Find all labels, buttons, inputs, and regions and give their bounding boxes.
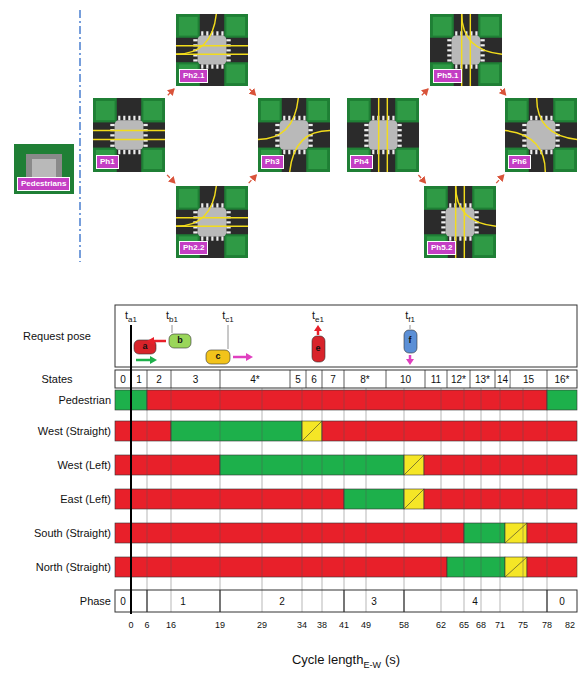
phase-tag: Ph3	[261, 155, 284, 169]
tick-label: 82	[564, 621, 576, 631]
tick-label: 75	[517, 621, 529, 631]
request-time-lines	[172, 325, 410, 349]
signal-bars	[115, 390, 577, 577]
phase-intersection: Ph4	[347, 98, 419, 172]
phase-number: 4	[471, 596, 479, 607]
time-zero-line	[130, 325, 132, 614]
phase-intersection: Pedestrians	[14, 144, 74, 194]
phase-tag: Ph6	[508, 155, 531, 169]
row-label: East (Left)	[60, 493, 111, 505]
axis-title-part: E-W	[363, 661, 381, 671]
time-label: tf1	[405, 309, 415, 325]
row-label: Request pose	[23, 330, 91, 342]
state-number: 13*	[474, 374, 491, 385]
state-number: 5	[294, 374, 302, 385]
phase-tag: Ph2.2	[179, 241, 208, 255]
tick-label: 6	[143, 621, 150, 631]
state-number: 14	[496, 374, 509, 385]
phase-number: 1	[179, 596, 187, 607]
state-number: 7	[329, 374, 337, 385]
vehicle-letter: e	[315, 344, 320, 354]
tick-label: 16	[165, 621, 177, 631]
phase-tag: Ph5.2	[427, 241, 456, 255]
phase-transition-arrow	[422, 89, 428, 95]
tick-label: 71	[494, 621, 506, 631]
request-box	[115, 305, 577, 367]
time-label: tb1	[166, 309, 178, 325]
time-label: tc1	[222, 309, 234, 325]
tick-label: 58	[398, 621, 410, 631]
phase-tag: Ph1	[96, 155, 119, 169]
phase-number: 0	[558, 596, 566, 607]
phase-tag: Ph5.1	[433, 69, 462, 83]
state-number: 0	[119, 374, 127, 385]
vehicle-letter: a	[142, 342, 147, 352]
grid-lines	[147, 388, 547, 612]
vehicle-letter: b	[177, 336, 183, 346]
row-label: West (Left)	[57, 459, 111, 471]
phase-tag: Ph4	[350, 155, 373, 169]
phase-transition-arrow	[496, 175, 504, 183]
phase-row	[115, 590, 577, 612]
tick-label: 68	[475, 621, 487, 631]
row-label: West (Straight)	[38, 425, 111, 437]
row-label: Phase	[80, 595, 111, 607]
tick-label: 29	[256, 621, 268, 631]
phase-intersection: Ph3	[258, 98, 330, 172]
vehicle-letter: c	[215, 352, 220, 362]
phase-transition-arrow	[168, 89, 174, 95]
row-label: States	[41, 373, 72, 385]
phase-tag: Ph2.1	[179, 69, 208, 83]
axis-title-part: (s)	[385, 653, 400, 667]
phase-transition-arrow	[249, 175, 257, 183]
axis-title-part: Cycle length	[292, 653, 364, 667]
phase-number: 3	[370, 596, 378, 607]
row-label: South (Straight)	[34, 527, 111, 539]
phase-intersection: Ph1	[93, 98, 165, 172]
time-label: te1	[312, 309, 324, 325]
phase-number: 0	[119, 596, 127, 607]
tick-label: 65	[458, 621, 470, 631]
row-label: North (Straight)	[36, 561, 111, 573]
axis-title: Cycle lengthE-W (s)	[292, 653, 400, 671]
tick-label: 49	[360, 621, 372, 631]
state-number: 8*	[359, 374, 370, 385]
phase-intersection: Ph6	[505, 98, 577, 172]
phase-transition-arrow	[167, 175, 175, 183]
vehicle-letter: f	[409, 336, 412, 346]
tick-label: 41	[338, 621, 350, 631]
tick-label: 0	[127, 621, 134, 631]
phase-transition-arrow	[250, 89, 256, 95]
phase-transition-arrow	[500, 89, 505, 95]
phase-intersection: Ph5.2	[424, 186, 496, 258]
tick-label: 34	[296, 621, 308, 631]
state-number: 4*	[249, 374, 260, 385]
tick-label: 19	[214, 621, 226, 631]
state-number: 2	[155, 374, 163, 385]
phase-transition-arrow	[418, 175, 425, 183]
phase-tag: Pedestrians	[17, 177, 70, 191]
state-number: 6	[310, 374, 318, 385]
tick-label: 78	[541, 621, 553, 631]
phase-separators	[147, 590, 547, 612]
state-number: 10	[399, 374, 412, 385]
phase-intersection: Ph2.1	[176, 14, 248, 86]
phase-intersection: Ph2.2	[176, 186, 248, 258]
state-number: 3	[192, 374, 200, 385]
phase-number: 2	[278, 596, 286, 607]
state-number: 15	[522, 374, 535, 385]
tick-label: 62	[435, 621, 447, 631]
time-label: ta1	[125, 309, 137, 325]
state-number: 11	[430, 374, 442, 385]
tick-label: 38	[316, 621, 328, 631]
divider-line	[79, 10, 81, 262]
row-label: Pedestrian	[58, 394, 111, 406]
state-number: 16*	[553, 374, 570, 385]
state-separators	[131, 370, 547, 388]
state-number: 12*	[450, 374, 467, 385]
phase-intersection: Ph5.1	[430, 14, 502, 86]
vehicle-icons	[134, 325, 417, 365]
states-row	[115, 370, 577, 388]
state-number: 1	[135, 374, 143, 385]
